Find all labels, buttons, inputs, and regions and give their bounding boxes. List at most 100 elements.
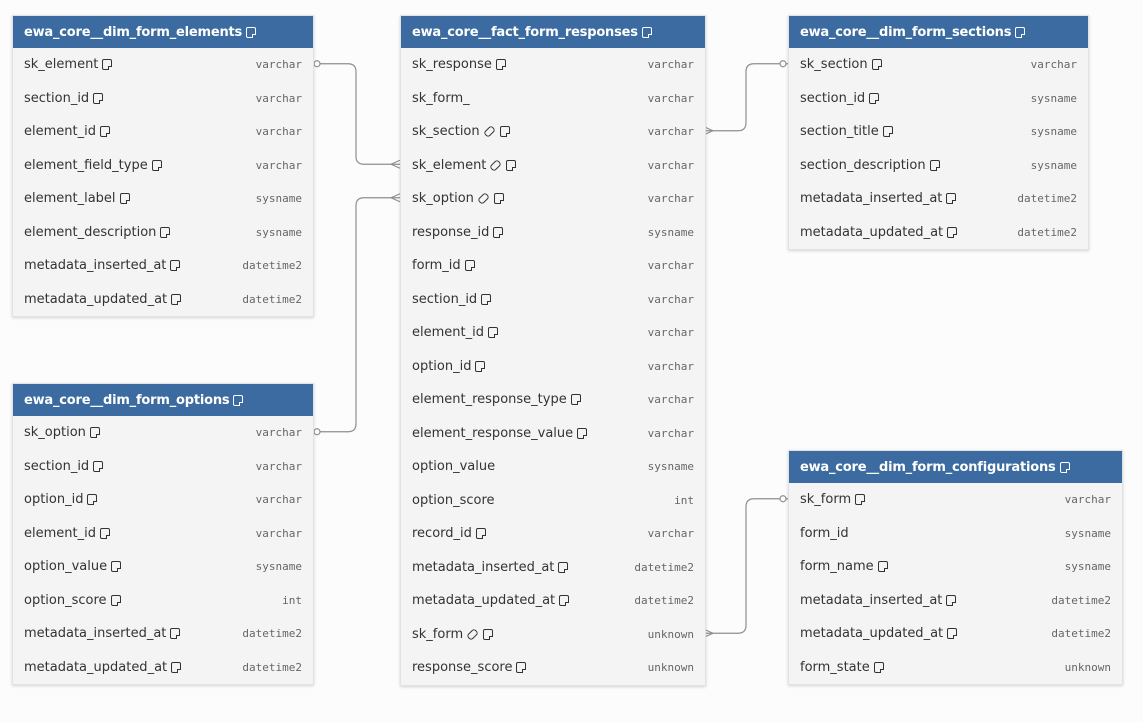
column-name-group: option_id	[24, 492, 98, 507]
column-name-group: sk_element	[412, 158, 517, 173]
column-type: datetime2	[1051, 627, 1111, 641]
column-name-group: element_id	[24, 526, 110, 541]
column-name-group: metadata_updated_at	[24, 660, 182, 675]
column-type: varchar	[647, 426, 694, 440]
column-type: datetime2	[242, 627, 302, 641]
column-row-element_response_value[interactable]: element_response_value varchar	[401, 417, 705, 451]
column-type: sysname	[1064, 526, 1111, 540]
column-type: varchar	[647, 91, 694, 105]
column-name: element_description	[24, 224, 157, 240]
column-type: varchar	[255, 125, 302, 139]
column-type: datetime2	[634, 560, 694, 574]
column-type: sysname	[255, 192, 302, 206]
note-icon	[487, 327, 498, 339]
column-name: element_id	[24, 124, 96, 140]
column-name-group: form_id	[800, 526, 849, 541]
column-name-group: sk_section	[412, 124, 510, 139]
column-name: sk_form	[800, 492, 852, 508]
column-name: sk_form_	[412, 90, 470, 106]
column-name: sk_option	[412, 191, 474, 207]
table-header[interactable]: ewa_core__dim_form_options	[13, 384, 313, 416]
table-header[interactable]: ewa_core__fact_form_responses	[401, 16, 705, 48]
note-icon	[160, 226, 171, 238]
column-row-sk_form[interactable]: sk_form_ varchar	[401, 82, 705, 116]
column-name-group: sk_form	[800, 492, 866, 508]
column-row-form_id[interactable]: form_id sysname	[789, 517, 1122, 551]
one-end-marker	[779, 60, 787, 68]
column-type: varchar	[1064, 493, 1111, 507]
note-icon	[855, 494, 866, 506]
note-icon	[171, 293, 182, 305]
column-type: varchar	[255, 58, 302, 72]
note-icon	[170, 260, 181, 272]
column-type: varchar	[647, 192, 694, 206]
note-icon	[559, 595, 570, 607]
table-header[interactable]: ewa_core__dim_form_sections	[789, 16, 1088, 48]
column-row-element_id[interactable]: element_id varchar	[13, 115, 313, 149]
column-name: element_response_type	[412, 392, 567, 408]
column-name-group: metadata_inserted_at	[412, 560, 569, 575]
column-name: sk_element	[24, 57, 99, 73]
note-icon	[246, 26, 257, 38]
column-name-group: response_id	[412, 225, 504, 240]
column-row-sk_option[interactable]: sk_option varchar	[401, 182, 705, 216]
note-icon	[119, 193, 130, 205]
column-name: section_title	[800, 124, 879, 140]
column-row-sk_element[interactable]: sk_element varchar	[13, 48, 313, 82]
column-type: unknown	[647, 661, 694, 675]
column-name: metadata_updated_at	[412, 593, 556, 609]
table-header[interactable]: ewa_core__dim_form_configurations	[789, 451, 1122, 483]
note-icon	[929, 159, 940, 171]
column-row-sk_form[interactable]: sk_form varchar	[789, 483, 1122, 517]
column-name: element_response_value	[412, 425, 574, 441]
table-header[interactable]: ewa_core__dim_form_elements	[13, 16, 313, 48]
column-name: option_value	[24, 559, 108, 575]
column-row-metadata_inserted_at[interactable]: metadata_inserted_at datetime2	[401, 551, 705, 585]
note-icon	[877, 561, 888, 573]
